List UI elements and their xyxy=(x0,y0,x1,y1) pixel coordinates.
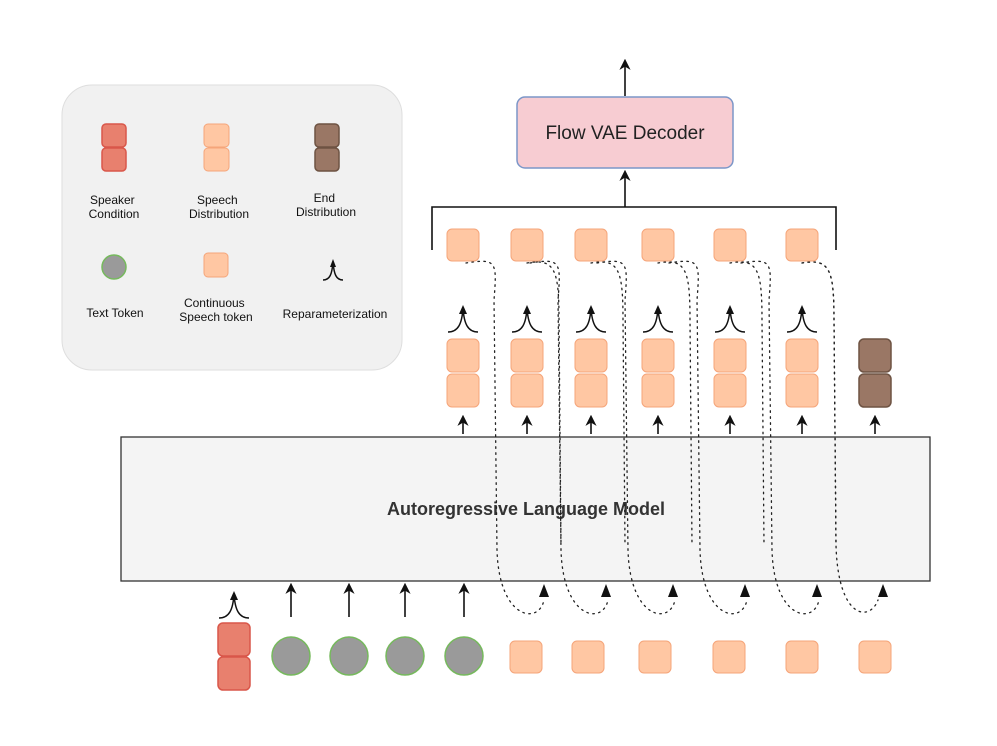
input-speech-token-4 xyxy=(712,640,746,674)
speech-distribution-bottom-6 xyxy=(785,373,819,408)
text-token-3 xyxy=(385,636,425,676)
collect-bracket xyxy=(431,206,837,250)
reparameterization-icon-1 xyxy=(447,305,479,333)
legend-panel: Speaker Condition Speech Distribution En… xyxy=(61,84,403,371)
speech-distribution-top-4 xyxy=(641,338,675,373)
reparameterization-icon-6 xyxy=(786,305,818,333)
flow-vae-decoder-box: Flow VAE Decoder xyxy=(516,96,734,169)
legend-speech-line1: Speech xyxy=(197,193,238,207)
continuous-speech-token-icon xyxy=(203,252,229,278)
legend-end-line2: Distribution xyxy=(296,205,356,219)
legend-speaker-line1: Speaker xyxy=(90,193,135,207)
speech-distribution-top-3 xyxy=(574,338,608,373)
speech-distribution-token-icon xyxy=(203,123,230,172)
speech-distribution-bottom-1 xyxy=(446,373,480,408)
lm-label: Autoregressive Language Model xyxy=(387,499,665,519)
feedback-loop-6 xyxy=(801,261,879,613)
speech-distribution-bottom-3 xyxy=(574,373,608,408)
legend-continuous-line2: Speech token xyxy=(179,310,252,324)
feedback-arrowhead-2 xyxy=(601,584,611,597)
speech-distribution-top-2 xyxy=(510,338,544,373)
autoregressive-lm-box: Autoregressive Language Model xyxy=(120,436,931,582)
speaker-reparameterization-icon xyxy=(218,591,250,619)
speech-distribution-top-1 xyxy=(446,338,480,373)
speaker-condition-top xyxy=(217,622,251,657)
reparameterization-icon-3-head xyxy=(587,305,595,314)
speech-distribution-bottom-4 xyxy=(641,373,675,408)
legend-continuous-line1: Continuous xyxy=(184,296,245,310)
legend-speaker-condition-label: Speaker Condition xyxy=(89,193,140,221)
sampled-speech-token-6 xyxy=(785,228,819,262)
decoder-label: Flow VAE Decoder xyxy=(545,123,705,144)
legend-continuous-speech-label: Continuous Speech token xyxy=(179,296,252,324)
speech-distribution-top-6 xyxy=(785,338,819,373)
input-speech-token-1 xyxy=(509,640,543,674)
legend-reparameterization-label: Reparameterization xyxy=(283,307,388,321)
output-columns xyxy=(446,228,892,434)
input-speech-token-5 xyxy=(785,640,819,674)
legend-end-distribution-label: End Distribution xyxy=(296,191,356,219)
feedback-arrowhead-6 xyxy=(878,584,888,597)
reparameterization-icon-4 xyxy=(642,305,674,333)
feedback-loop-5 xyxy=(740,260,837,615)
end-distribution-token-icon xyxy=(314,123,340,172)
sampled-speech-token-2 xyxy=(510,228,544,262)
speaker-condition-token-icon xyxy=(101,123,127,172)
reparameterization-icon-1-head xyxy=(459,305,467,314)
reparameterization-icon-4-head xyxy=(654,305,662,314)
sampled-speech-token-3 xyxy=(574,228,608,262)
feedback-loop-1 xyxy=(465,260,562,615)
sampled-speech-token-5 xyxy=(713,228,747,262)
input-speech-token-6 xyxy=(858,640,892,674)
feedback-arrowhead-1 xyxy=(539,584,549,597)
feedback-loop-2 xyxy=(529,260,626,615)
speech-distribution-top-5 xyxy=(713,338,747,373)
speech-distribution-bottom-2 xyxy=(510,373,544,408)
feedback-loop-3 xyxy=(596,260,693,615)
text-token-4 xyxy=(444,636,484,676)
input-tokens xyxy=(217,582,892,691)
sampled-speech-token-4 xyxy=(641,228,675,262)
legend-end-line1: End xyxy=(314,191,335,205)
legend-speech-distribution-label: Speech Distribution xyxy=(189,193,249,221)
end-distribution-top xyxy=(858,338,892,373)
input-speech-token-3 xyxy=(638,640,672,674)
text-token-2 xyxy=(329,636,369,676)
text-token-circle-icon xyxy=(101,254,127,280)
reparameterization-icon-3 xyxy=(575,305,607,333)
reparameterization-icon-6-head xyxy=(798,305,806,314)
text-token-1 xyxy=(271,636,311,676)
feedback-arrowhead-4 xyxy=(740,584,750,597)
legend-speech-line2: Distribution xyxy=(189,207,249,221)
sampled-speech-token-1 xyxy=(446,228,480,262)
input-speech-token-2 xyxy=(571,640,605,674)
speech-distribution-bottom-5 xyxy=(713,373,747,408)
feedback-loop-4 xyxy=(668,260,765,615)
end-distribution-bottom xyxy=(858,373,892,408)
reparameterization-icon xyxy=(322,259,344,281)
feedback-arrowhead-5 xyxy=(812,584,822,597)
reparameterization-icon-2-head xyxy=(523,305,531,314)
reparameterization-icon-5-head xyxy=(726,305,734,314)
speaker-condition-bottom xyxy=(217,656,251,691)
feedback-arrowhead-3 xyxy=(668,584,678,597)
reparameterization-icon-5 xyxy=(714,305,746,333)
legend-speaker-line2: Condition xyxy=(89,207,140,221)
reparameterization-icon-2 xyxy=(511,305,543,333)
speaker-reparameterization-icon-head xyxy=(230,591,238,600)
feedback-loops xyxy=(465,260,888,615)
legend-text-token-label: Text Token xyxy=(86,306,143,320)
